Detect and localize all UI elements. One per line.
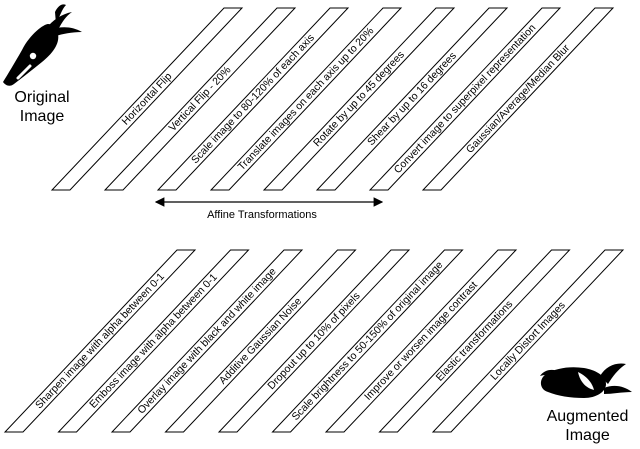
- carrot-icon: [3, 4, 82, 86]
- box-emboss-image-with-alpha-between-0-1: [57, 249, 250, 433]
- box-label-improve-or-worsen-image-contrast: Improve or worsen image contrast: [362, 279, 480, 403]
- augmented-image-label: Augmented Image: [535, 407, 640, 445]
- box-label-horizontal-flip: Horizontal Flip: [120, 70, 175, 127]
- affine-transformations-label: Affine Transformations: [207, 209, 317, 221]
- box-convert-image-to-superpixel-representation: [368, 7, 562, 191]
- augmented-label-line1: Augmented: [546, 408, 629, 425]
- distorted-carrot-icon: [540, 363, 632, 398]
- box-sharpen-image-with-alpha-between-0-1: [3, 249, 197, 433]
- box-scale-image-to-80-120-of-each-axis: [156, 7, 350, 191]
- augmentation-boxes: Sharpen image with alpha between 0-1Embo…: [3, 249, 625, 433]
- box-dropout-up-to-10-of-pixels: [217, 249, 411, 433]
- box-vertical-flip-20: [103, 7, 297, 191]
- augmented-label-line2: Image: [565, 427, 610, 444]
- box-label-shear-by-up-to-16-degrees: Shear by up to 16 degrees: [365, 50, 459, 148]
- box-label-rotate-by-up-to-45-degrees: Rotate by up to 45 degrees: [311, 49, 407, 149]
- box-elastic-transformations: [378, 249, 571, 433]
- box-translate-images-on-each-axis-up-to-20: [209, 7, 403, 191]
- box-additive-gaussian-noise: [164, 249, 357, 433]
- box-gaussian-average-median-blur: [421, 7, 615, 191]
- original-label-line1: Original: [14, 89, 70, 106]
- box-locally-distort-images: [431, 249, 625, 433]
- box-label-dropout-up-to-10-of-pixels: Dropout up to 10% of pixels: [265, 290, 362, 392]
- box-improve-or-worsen-image-contrast: [324, 249, 518, 433]
- box-scale-brightness-to-50-150-of-original-image: [271, 249, 464, 433]
- original-label-line2: Image: [19, 108, 65, 125]
- box-horizontal-flip: [50, 7, 244, 191]
- box-overlay-image-with-black-and-white-image: [110, 249, 304, 433]
- box-label-gaussian-average-median-blur: Gaussian/Average/Median Blur: [464, 42, 573, 156]
- box-shear-by-up-to-16-degrees: [315, 7, 509, 191]
- original-image-label: Original Image: [6, 88, 78, 126]
- box-rotate-by-up-to-45-degrees: [262, 7, 456, 191]
